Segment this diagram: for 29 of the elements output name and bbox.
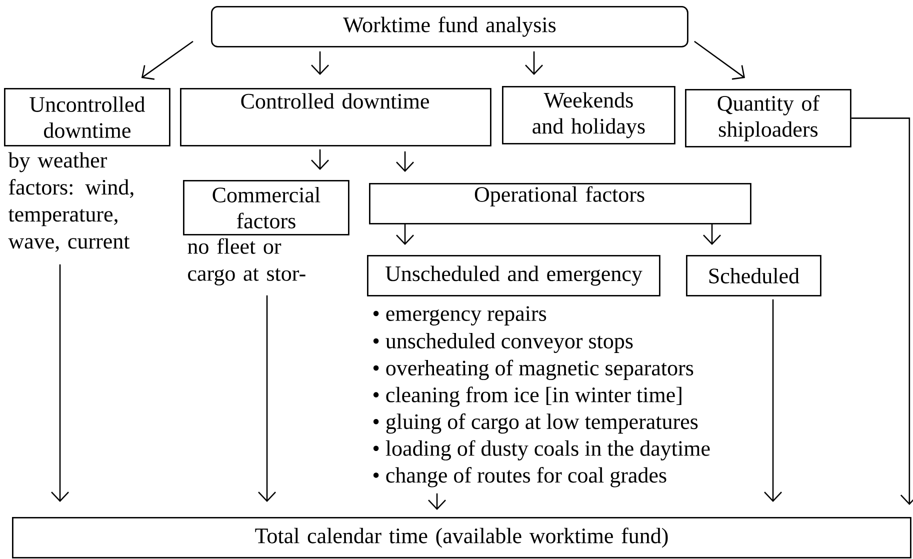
arrow <box>396 223 414 245</box>
bullet-item: • loading of dusty coals in the daytime <box>373 440 710 460</box>
arrow <box>764 299 782 502</box>
arrow <box>525 51 543 75</box>
arrow <box>694 40 745 80</box>
process-box: Controlled downtime <box>180 88 492 146</box>
process-box: Quantity of shiploaders <box>685 89 852 148</box>
process-box: Operational factors <box>369 183 752 224</box>
arrow <box>311 51 329 75</box>
process-box: Total calendar time (available worktime fund) <box>12 517 912 558</box>
bullet-item: • emergency repairs <box>373 306 546 326</box>
process-box: Scheduled <box>686 255 822 296</box>
bullet-item: • unscheduled conveyor stops <box>373 333 633 353</box>
process-box: Weekends and holidays <box>502 86 676 144</box>
bullet-item: • gluing of cargo at low temperatures <box>373 413 698 434</box>
arrow <box>141 40 194 80</box>
bullet-item: • overheating of magnetic separators <box>373 360 694 380</box>
arrow <box>396 151 414 172</box>
arrow <box>258 295 276 502</box>
arrow <box>51 264 69 502</box>
bullet-item: • cleaning from ice [in winter time] <box>373 386 682 407</box>
bullet-item: • change of routes for coal grades <box>373 466 666 488</box>
arrow <box>851 118 913 505</box>
side-note: by weather factors: wind, temperature, wave, current <box>8 152 134 252</box>
arrow <box>311 149 329 170</box>
side-note: no fleet or cargo at stor- <box>188 238 306 286</box>
rounded-box: Worktime fund analysis <box>211 6 688 48</box>
process-box: Unscheduled and emergency <box>367 255 660 296</box>
arrow <box>703 223 721 245</box>
